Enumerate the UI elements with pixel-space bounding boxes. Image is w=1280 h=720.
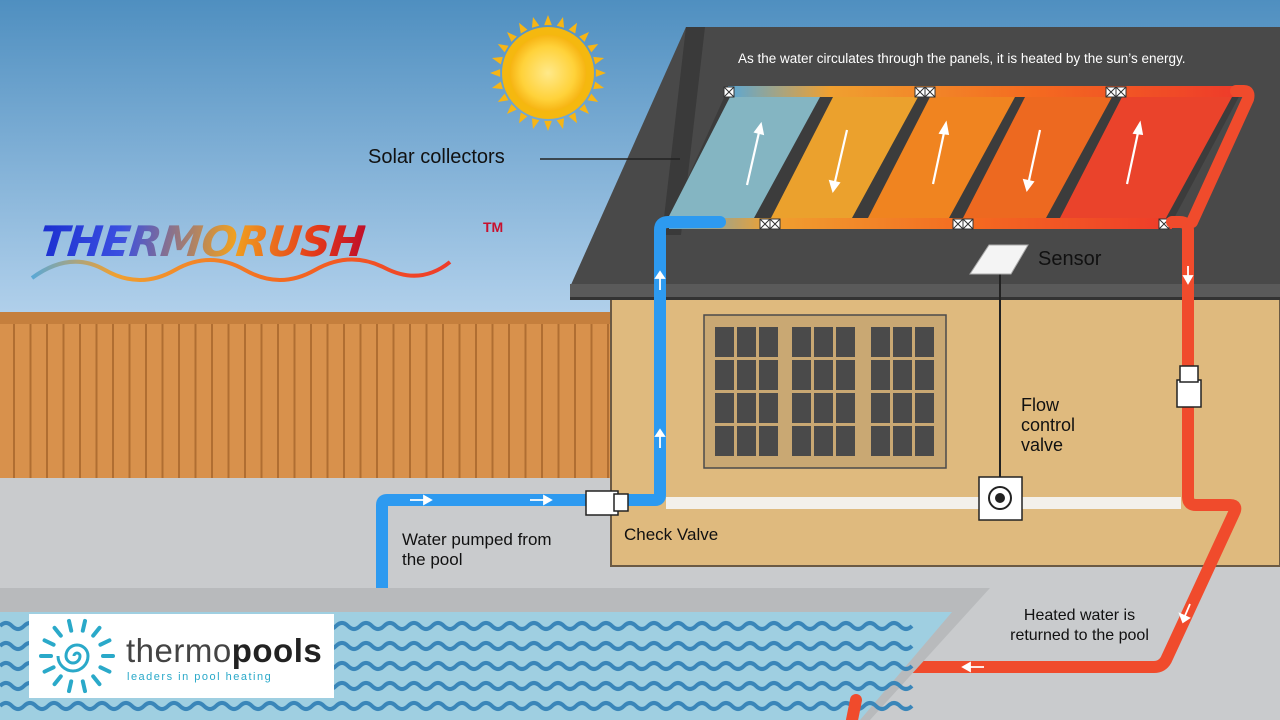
cold-water-pipe (376, 216, 726, 670)
water-pumped-label: Water pumped from the pool (402, 530, 552, 569)
heated-water-returned-label: Heated water is returned to the pool (1010, 607, 1149, 644)
pipe-shelf (666, 497, 1181, 509)
flow-control-valve-label: Flow control valve (1021, 395, 1076, 455)
solar-collectors-label: Solar collectors (368, 146, 505, 168)
trademark-mark: TM (483, 219, 504, 235)
swirl-icon (39, 618, 115, 694)
check-valve (585, 490, 629, 516)
thermorush-logo: THERMORUSH (37, 217, 367, 266)
brand-swoosh (30, 257, 452, 282)
sensor-icon (969, 244, 1029, 275)
logo-wordmark-light: thermo (126, 632, 232, 669)
check-valve-label: Check Valve (624, 525, 719, 544)
wooden-fence (0, 312, 612, 478)
flow-control-valve (978, 270, 1023, 521)
sun-icon (490, 15, 606, 131)
house-window (703, 314, 947, 469)
logo-wordmark-bold: pools (231, 632, 323, 669)
solar-collectors (668, 86, 1242, 230)
diagram-caption: As the water circulates through the pane… (738, 51, 1186, 66)
logo-wordmark: thermopools (126, 632, 322, 670)
flow-arrows (376, 120, 1194, 673)
hot-side-valve (1176, 365, 1202, 408)
thermopools-logo: thermopools leaders in pool heating (29, 614, 334, 698)
logo-tagline: leaders in pool heating (127, 671, 273, 683)
sensor-label: Sensor (1038, 248, 1102, 270)
